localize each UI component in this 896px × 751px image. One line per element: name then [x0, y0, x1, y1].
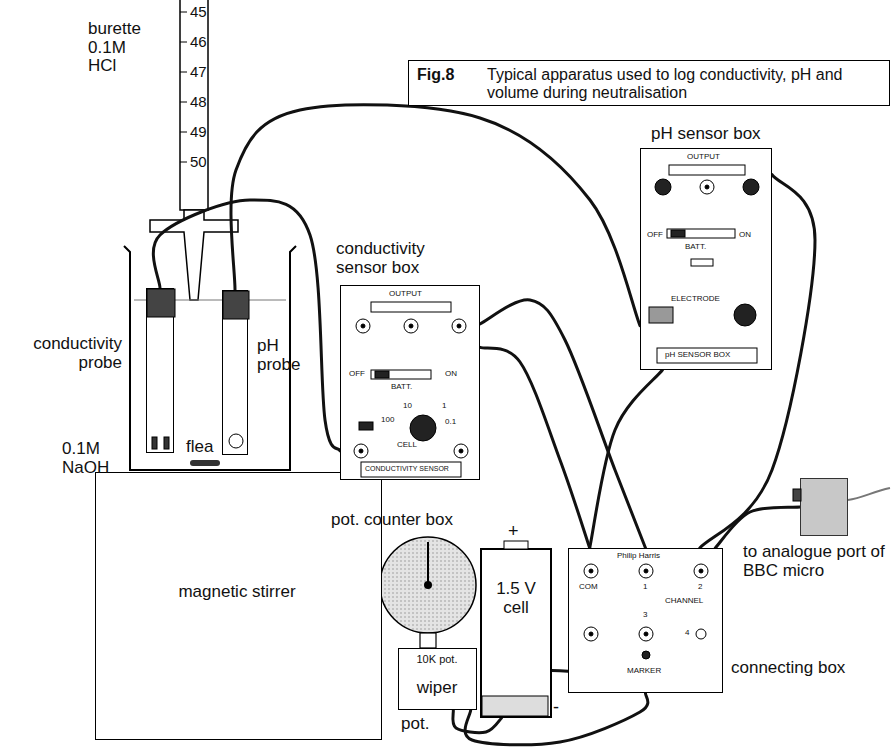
panel-label: CONDUCTIVITY SENSOR — [365, 465, 449, 473]
panel-label: 0.1 — [445, 418, 456, 427]
scale-number: 47 — [190, 64, 207, 81]
panel-label: CHANNEL — [665, 597, 703, 606]
panel-label: Fig.8 — [417, 66, 479, 84]
panel-label: OFF — [349, 370, 365, 379]
panel-label: 100 — [381, 416, 394, 425]
panel-label: BATT. — [685, 243, 706, 252]
conductivity-probe: conductivity probe — [146, 288, 174, 453]
part-heading: pH probe — [257, 337, 311, 374]
panel-label: BATT. — [391, 383, 412, 392]
panel-label: pH SENSOR BOX — [665, 351, 730, 360]
part-heading: to analogue port of BBC micro — [743, 543, 895, 580]
panel-label: 10K pot. — [401, 653, 473, 665]
battery-cell: 1.5 V cell — [480, 548, 552, 718]
part-heading: conductivity probe — [4, 335, 122, 372]
panel-fittings — [641, 149, 773, 371]
panel-fittings — [223, 291, 249, 456]
panel-label: 3 — [643, 611, 647, 620]
potentiometer-box: pot. counter box10K pot.wiperpot. — [398, 648, 477, 710]
panel-label: OUTPUT — [687, 153, 720, 162]
wire — [465, 693, 648, 745]
panel-label: OFF — [647, 231, 663, 240]
scale-number: 45 — [190, 4, 207, 21]
panel-label: ELECTRODE — [671, 295, 720, 304]
panel-label: ON — [445, 370, 457, 379]
part-heading: connecting box — [731, 659, 851, 678]
panel-fittings — [801, 479, 849, 537]
part-label: - — [553, 698, 559, 718]
part-label: + — [508, 522, 519, 542]
panel-label: 2 — [698, 583, 702, 592]
figure-title-box: Fig.8 Typical apparatus used to log condu… — [408, 60, 890, 106]
scale-number: 49 — [190, 124, 207, 141]
panel-label: 1.5 V cell — [484, 580, 548, 617]
part-label: flea — [186, 438, 213, 457]
bbc-port-plug: to analogue port of BBC micro — [800, 478, 848, 536]
wire — [552, 669, 568, 673]
panel-label: 1 — [643, 583, 647, 592]
panel-label: MARKER — [627, 667, 661, 676]
part-heading: conductivity sensor box — [336, 240, 456, 277]
panel-label: COM — [579, 583, 598, 592]
connecting-box: connecting boxPhilip HarrisCOM1CHANNEL23… — [568, 548, 723, 693]
panel-label: Philip Harris — [617, 552, 660, 561]
part-label: 0.1M NaOH — [62, 440, 122, 477]
wire — [480, 347, 590, 548]
panel-label: 4 — [685, 629, 689, 638]
conductivity-sensor-box: conductivity sensor boxOUTPUTOFFBATT.ON1… — [340, 285, 480, 480]
panel-label: pot. — [401, 715, 441, 734]
ph-sensor-box: pH sensor boxOUTPUTOFFBATT.ONELECTRODEpH… — [640, 148, 772, 370]
scale-number: 46 — [190, 34, 207, 51]
panel-label: 1 — [442, 402, 446, 411]
wire — [480, 300, 646, 548]
scale-number: 48 — [190, 94, 207, 111]
ph-probe: pH probe — [222, 290, 248, 455]
panel-fittings — [147, 289, 175, 454]
panel-label: 10 — [403, 402, 412, 411]
scale-number: 50 — [190, 154, 207, 171]
panel-fittings — [482, 550, 550, 720]
wire — [715, 507, 800, 548]
panel-label: ON — [739, 231, 751, 240]
wire — [590, 370, 663, 548]
panel-label: wiper — [401, 679, 473, 698]
part-label: burette 0.1M HCl — [88, 20, 150, 76]
part-heading: pot. counter box — [331, 511, 511, 530]
part-heading: pH sensor box — [651, 125, 776, 144]
panel-label: CELL — [397, 441, 417, 450]
panel-label: magnetic stirrer — [96, 583, 378, 602]
panel-label: Typical apparatus used to log conductivi… — [487, 66, 883, 101]
panel-label: OUTPUT — [389, 290, 422, 299]
